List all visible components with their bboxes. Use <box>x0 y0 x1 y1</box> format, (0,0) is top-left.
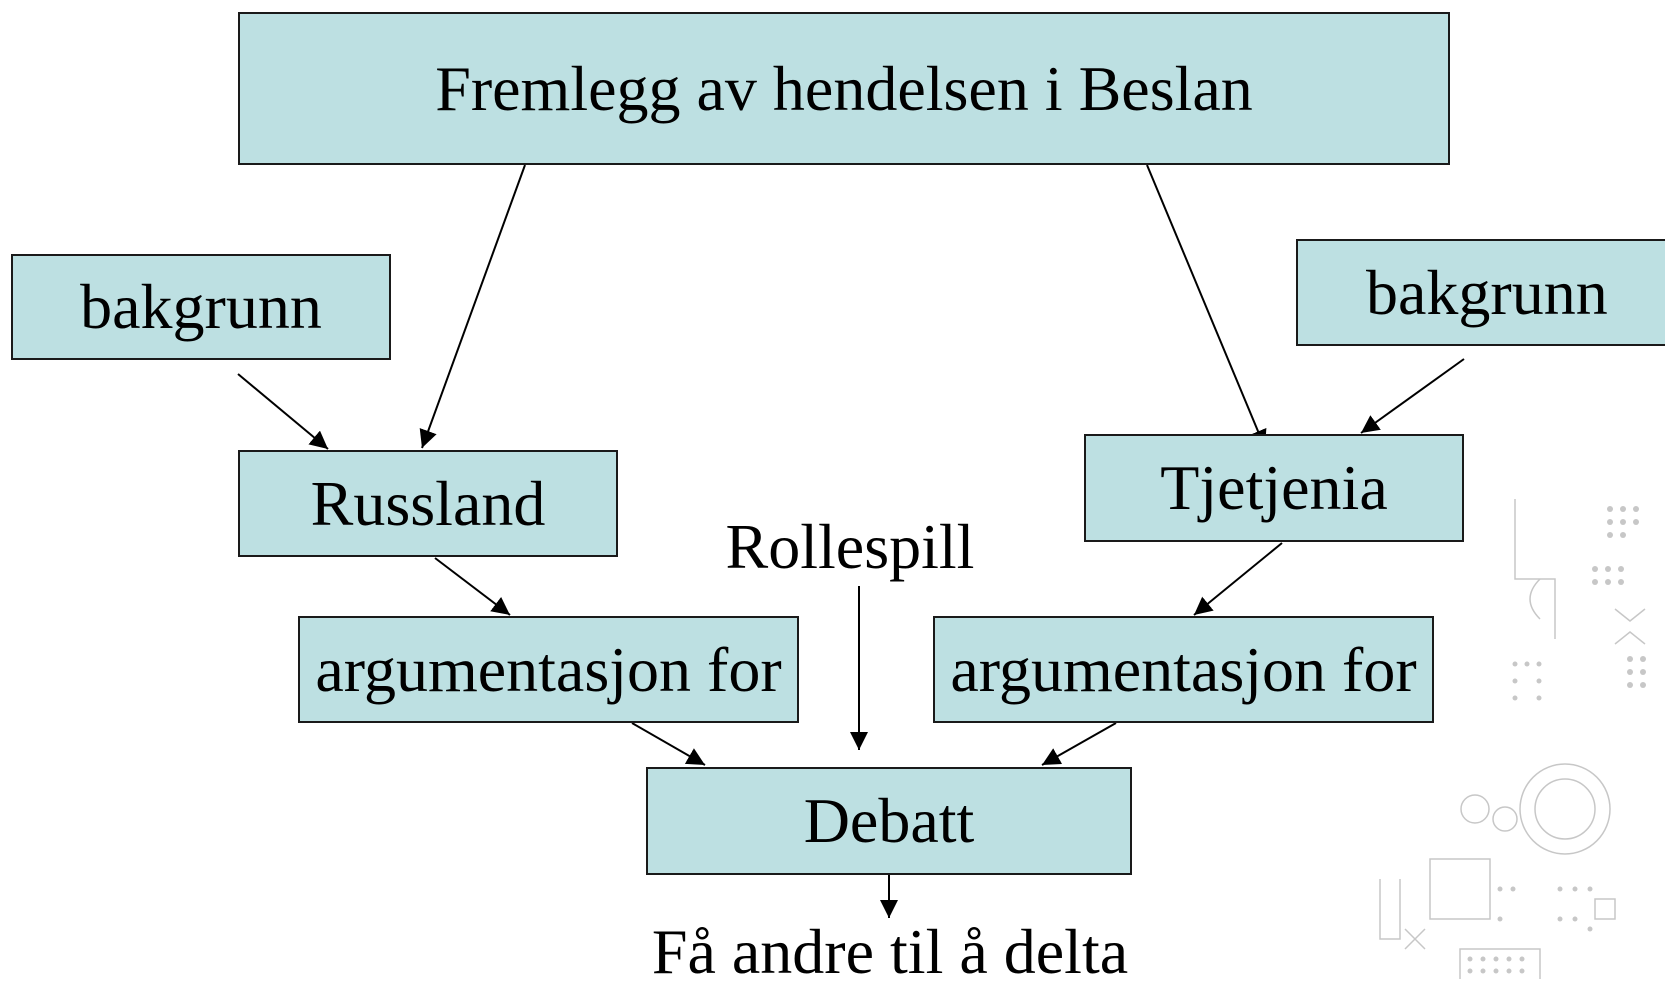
right-argument-box: argumentasjon for <box>933 616 1434 723</box>
tjetjenia-box: Tjetjenia <box>1084 434 1464 542</box>
arrow-title-to-tjetjenia <box>1146 164 1267 449</box>
arrow-right-argument-to-debatt <box>1041 722 1117 766</box>
circuit-decoration <box>1379 499 1646 979</box>
left-background-box: bakgrunn <box>11 254 391 360</box>
title-box: Fremlegg av hendelsen i Beslan <box>238 12 1450 165</box>
arrow-bakgrunn-to-tjetjenia <box>1360 358 1465 434</box>
russland-box: Russland <box>238 450 618 557</box>
left-argument-box: argumentasjon for <box>298 616 799 723</box>
outcome-label: Få andre til å delta <box>651 916 1129 987</box>
arrow-bakgrunn-to-russland <box>237 373 329 450</box>
debatt-box: Debatt <box>646 767 1132 875</box>
arrow-tjetjenia-to-argument <box>1193 542 1283 616</box>
arrow-russland-to-argument <box>434 557 511 616</box>
rollespill-label: Rollespill <box>725 511 975 582</box>
right-background-box: bakgrunn <box>1296 239 1665 346</box>
arrow-left-argument-to-debatt <box>631 722 706 766</box>
arrow-title-to-russland <box>419 164 526 449</box>
